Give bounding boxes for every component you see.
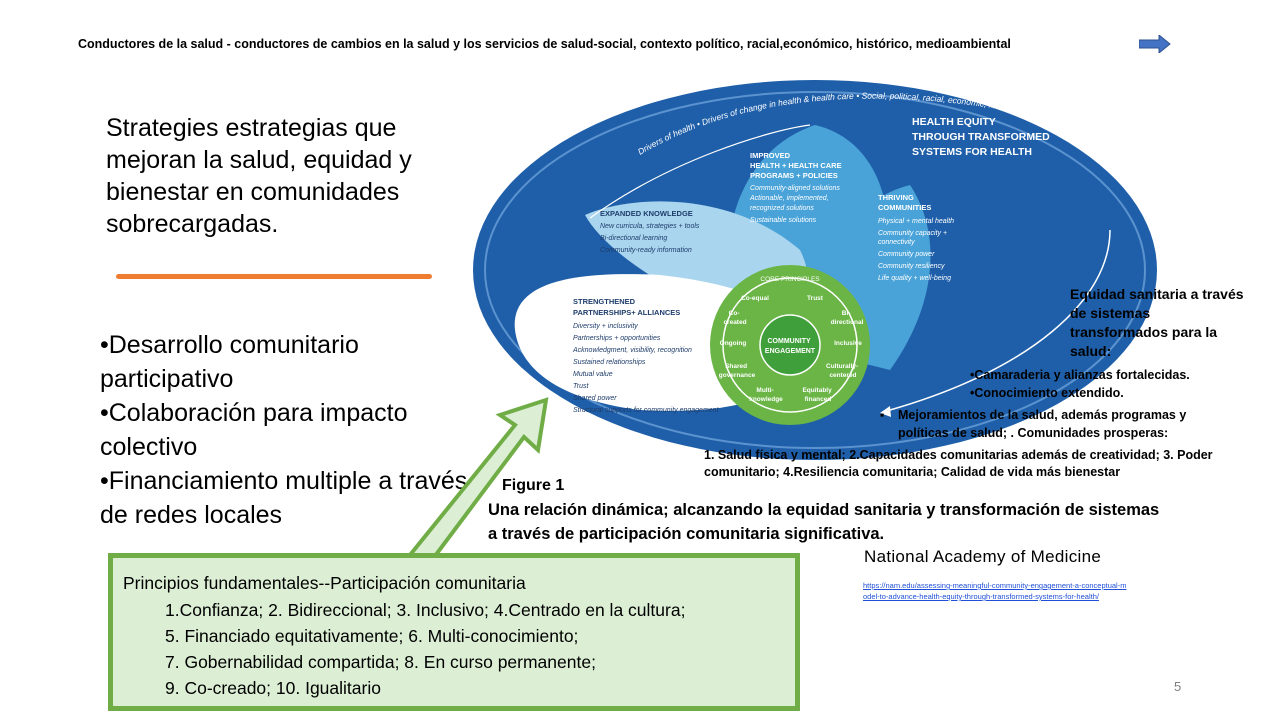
top-banner: Conductores de la salud - conductores de… bbox=[78, 37, 1011, 51]
strengthened-title: STRENGTHENED PARTNERSHIPS+ ALLIANCES bbox=[573, 297, 680, 317]
thriving-items: Physical + mental health Community capac… bbox=[878, 218, 956, 282]
principles-box: Principios fundamentales--Participación … bbox=[108, 553, 800, 711]
arrow-up-right-icon bbox=[406, 397, 549, 560]
improved-items: Community-aligned solutions Actionable, … bbox=[749, 185, 842, 224]
bullet-item: •Financiamiento multiple a través de red… bbox=[100, 467, 468, 529]
source-link[interactable]: https://nam.edu/assessing-meaningful-com… bbox=[863, 581, 1127, 601]
principle-bidirectional: Bi- directional bbox=[831, 310, 864, 326]
outcomes-note: 1. Salud física y mental; 2.Capacidades … bbox=[704, 448, 1213, 479]
principles-line: 1.Confianza; 2. Bidireccional; 3. Inclus… bbox=[165, 600, 686, 620]
equity-note-title: Equidad sanitaria a través de sistemas t… bbox=[1070, 286, 1244, 359]
principles-title: Principios fundamentales--Participación … bbox=[123, 573, 526, 593]
principle-multiknowledge: Multi- knowledge bbox=[749, 387, 783, 403]
community-engagement-diagram: Drivers of health • Drivers of change in… bbox=[470, 70, 1157, 460]
principles-line: 7. Gobernabilidad compartida; 8. En curs… bbox=[165, 652, 596, 672]
figure-caption: Una relación dinámica; alcanzando la equ… bbox=[488, 501, 1160, 543]
expanded-title: EXPANDED KNOWLEDGE bbox=[600, 209, 693, 218]
orange-divider bbox=[116, 274, 432, 279]
expanded-items: New curricula, strategies + tools Bi-dir… bbox=[600, 223, 701, 254]
principles-line: 5. Financiado equitativamente; 6. Multi-… bbox=[165, 626, 579, 646]
arrow-right-icon bbox=[1139, 35, 1171, 53]
core-center-label: COMMUNITY ENGAGEMENT bbox=[765, 338, 816, 355]
left-flow-arrow bbox=[589, 124, 811, 219]
inner-flow-arrow bbox=[889, 229, 1111, 411]
principle-cocreated: Co- created bbox=[723, 310, 746, 326]
principle-ongoing: Ongoing bbox=[720, 340, 747, 347]
equity-note-item: •Conocimiento extendido. bbox=[970, 386, 1124, 400]
thriving-title: THRIVING COMMUNITIES bbox=[878, 193, 931, 212]
improvement-note: ▪ Mejoramientos de la salud, además prog… bbox=[880, 406, 1240, 442]
core-principles-title: CORE PRINCIPLES bbox=[760, 276, 820, 283]
source-label: National Academy of Medicine bbox=[864, 547, 1102, 566]
core-center bbox=[759, 314, 821, 376]
improvement-note-text: Mejoramientos de la salud, además progra… bbox=[898, 408, 1187, 440]
principle-culturally: Culturally- centered bbox=[826, 363, 860, 379]
outer-ring-border bbox=[484, 91, 1146, 449]
principles-line: 9. Co-creado; 10. Igualitario bbox=[165, 678, 381, 698]
inner-flow-arrowhead bbox=[880, 406, 891, 417]
principles-list: 1.Confianza; 2. Bidireccional; 3. Inclus… bbox=[165, 597, 685, 701]
bullet-item: •Colaboración para impacto colectivo bbox=[100, 399, 408, 461]
principle-trust: Trust bbox=[807, 295, 824, 302]
strategies-heading: Strategies estrategias que mejoran la sa… bbox=[106, 114, 412, 238]
figure-label: Figure 1 bbox=[502, 477, 565, 494]
improved-title: IMPROVED HEALTH + HEALTH CARE PROGRAMS +… bbox=[750, 151, 844, 180]
strengthened-items: Diversity + inclusivity Partnerships + o… bbox=[572, 323, 720, 414]
principle-coequal: Co-equal bbox=[741, 295, 769, 302]
principle-equitably: Equitably financed bbox=[802, 387, 833, 403]
square-bullet-icon: ▪ bbox=[880, 408, 885, 422]
principle-inclusive: Inclusive bbox=[834, 340, 862, 347]
strategy-bullets: •Desarrollo comunitario participativo •C… bbox=[100, 328, 480, 532]
principle-shared: Shared governance bbox=[719, 363, 756, 379]
equity-note-item: •Camaraderia y alianzas fortalecidas. bbox=[970, 368, 1190, 382]
core-inner-ring bbox=[722, 277, 858, 413]
equity-note-list: •Camaraderia y alianzas fortalecidas. •C… bbox=[970, 366, 1270, 402]
bullet-item: •Desarrollo comunitario participativo bbox=[100, 331, 359, 393]
page-number: 5 bbox=[1174, 679, 1182, 694]
equity-title: HEALTH EQUITY THROUGH TRANSFORMED SYSTEM… bbox=[912, 116, 1053, 158]
